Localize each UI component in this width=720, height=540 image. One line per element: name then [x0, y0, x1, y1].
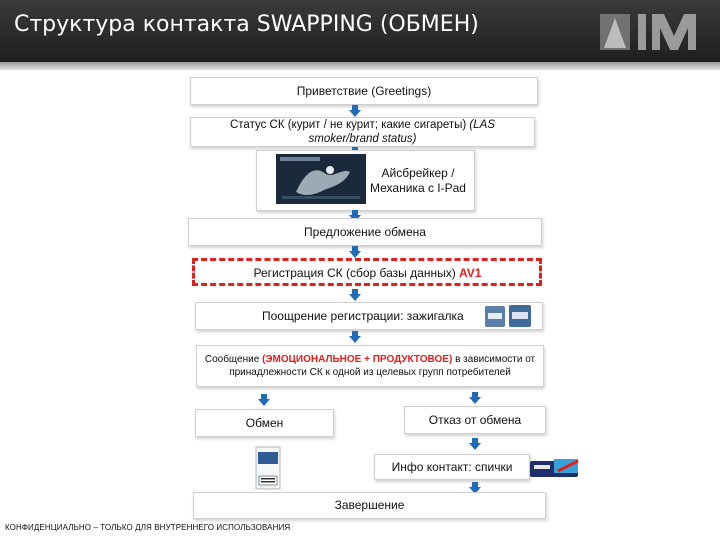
step-status-label: Статус СК (курит / не курит; какие сигар… [230, 119, 469, 131]
slide-title: Структура контакта SWAPPING (ОБМЕН) [14, 12, 479, 37]
confidentiality-footer: КОНФИДЕНЦИАЛЬНО – ТОЛЬКО ДЛЯ ВНУТРЕННЕГО… [5, 523, 290, 532]
ipad-screen-image [276, 154, 366, 204]
lighter-image [484, 304, 532, 328]
step-swap-label: Обмен [246, 416, 284, 431]
matchbox-image [528, 457, 580, 479]
step-message: Сообщение (ЭМОЦИОНАЛЬНОЕ + ПРОДУКТОВОЕ) … [196, 345, 544, 387]
step-icebreaker-label: Айсбрейкер / Механика с I-Pad [368, 166, 468, 196]
step-message-prefix: Сообщение [205, 354, 262, 365]
step-refuse-label: Отказ от обмена [429, 413, 521, 428]
step-finish-label: Завершение [335, 498, 405, 513]
arrow-down-icon [258, 394, 270, 406]
registration-highlight-frame [192, 258, 542, 286]
cigarette-pack-image [255, 446, 281, 490]
arrow-down-icon [469, 392, 481, 404]
slide-header: Структура контакта SWAPPING (ОБМЕН) [0, 0, 720, 62]
step-info-contact-label: Инфо контакт: спички [392, 460, 513, 475]
step-offer-label: Предложение обмена [304, 225, 426, 240]
header-divider [0, 62, 720, 70]
step-message-highlight: (ЭМОЦИОНАЛЬНОЕ + ПРОДУКТОВОЕ) [262, 354, 452, 365]
arrow-down-icon [349, 246, 361, 258]
company-logo [598, 8, 708, 56]
step-reward-label: Поощрение регистрации: зажигалка [262, 309, 464, 324]
step-offer: Предложение обмена [188, 218, 542, 246]
step-status: Статус СК (курит / не курит; какие сигар… [190, 117, 535, 147]
step-finish: Завершение [193, 492, 546, 519]
arrow-down-icon [349, 289, 361, 301]
arrow-down-icon [349, 105, 361, 117]
step-info-contact: Инфо контакт: спички [374, 454, 530, 480]
step-greeting-label: Приветствие (Greetings) [297, 84, 431, 99]
arrow-down-icon [349, 331, 361, 343]
step-refuse: Отказ от обмена [404, 406, 546, 434]
arrow-down-icon [469, 438, 481, 450]
step-greeting: Приветствие (Greetings) [190, 77, 538, 105]
step-swap: Обмен [195, 409, 334, 437]
